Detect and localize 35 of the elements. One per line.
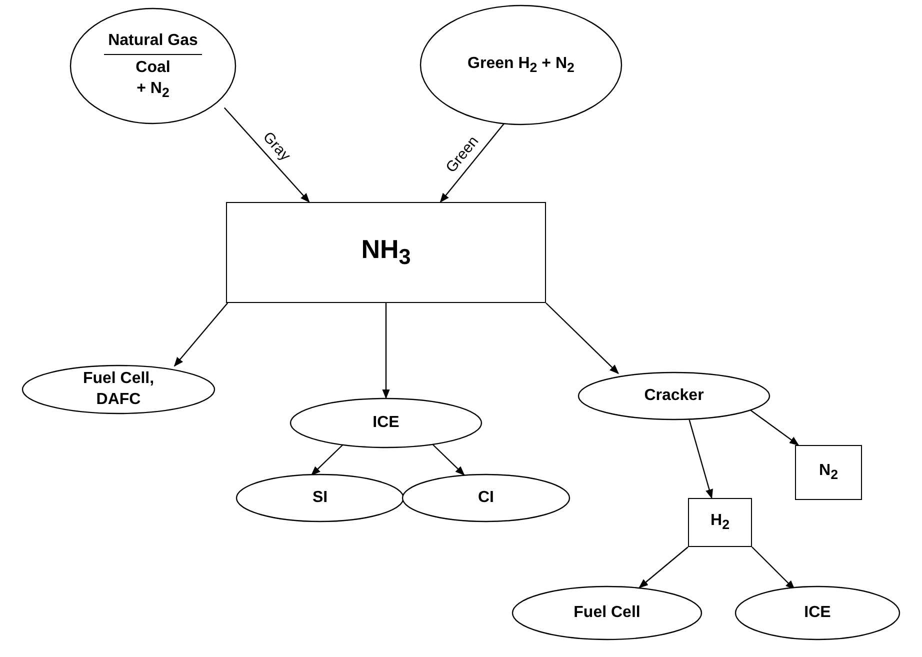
ellipse-node — [512, 586, 702, 640]
node-label: NH$_{3}$ — [361, 233, 411, 272]
node-label: N$_{2}$ — [819, 461, 838, 484]
arrow — [752, 546, 796, 590]
node-label: Cracker — [644, 386, 704, 406]
ellipse-node — [22, 365, 215, 414]
ellipse-node — [420, 5, 622, 125]
node-label: ICE — [804, 602, 831, 623]
arrow — [750, 410, 800, 446]
arrow — [224, 107, 310, 203]
ellipse-node — [236, 474, 404, 522]
arrow — [174, 302, 228, 367]
arrow — [440, 122, 506, 203]
ellipse-node — [70, 8, 236, 124]
node-label: Coal — [136, 58, 170, 78]
node-label: Green H$_{2}$ + N$_{2}$ — [468, 54, 574, 76]
arrow — [638, 546, 688, 588]
node-label: Fuel Cell, DAFC — [82, 368, 156, 410]
process-box — [688, 498, 752, 547]
node-label: + N$_{2}$ — [136, 78, 170, 102]
node-label: H$_{2}$ — [710, 511, 730, 534]
process-box — [226, 202, 546, 303]
ellipse-node — [578, 372, 770, 420]
node-label: CI — [478, 488, 494, 508]
node-label: SI — [312, 488, 328, 508]
arrow — [688, 420, 713, 499]
arrow — [382, 303, 390, 399]
node-label: Natural Gas — [104, 30, 202, 55]
process-box — [795, 445, 862, 500]
ellipse-node — [735, 586, 900, 640]
arrow — [546, 302, 619, 374]
ellipse-node — [290, 398, 482, 448]
node-label: ICE — [372, 412, 400, 433]
ellipse-node — [402, 474, 570, 522]
node-label: Fuel Cell — [574, 602, 640, 623]
